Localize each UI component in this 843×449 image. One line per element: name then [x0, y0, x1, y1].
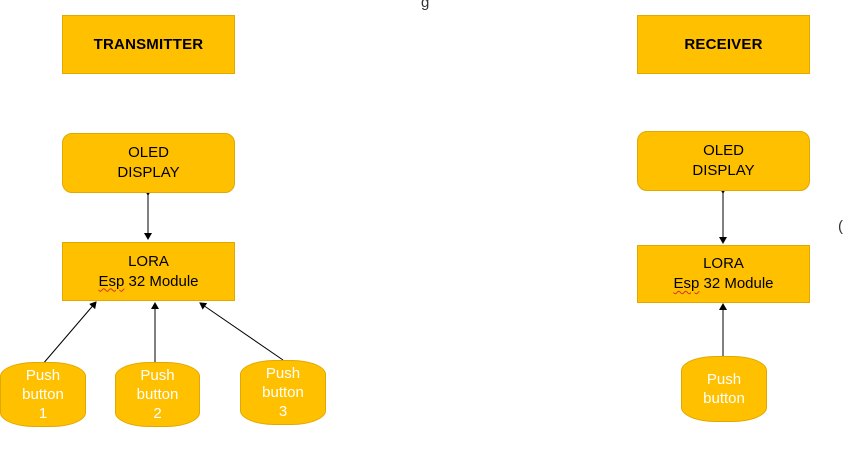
- receiver-oled-display-box: OLED DISPLAY: [637, 131, 810, 191]
- push-button-1: Push button 1: [0, 362, 86, 427]
- transmitter-title-box: TRANSMITTER: [62, 15, 235, 74]
- receiver-lora-module-box: LORA Esp 32 Module: [637, 245, 810, 303]
- esp32-module-label: Esp 32 Module: [98, 272, 198, 292]
- push-label: Push: [25, 367, 61, 384]
- cropped-edge-fragment: (: [838, 218, 843, 235]
- module-word: 32 Module: [124, 272, 199, 290]
- esp32-module-label: Esp 32 Module: [673, 274, 773, 294]
- display-label: DISPLAY: [117, 164, 180, 181]
- receiver-title-box: RECEIVER: [637, 15, 810, 74]
- lora-label: LORA: [128, 252, 169, 270]
- button-label: button: [136, 386, 179, 403]
- button-label: button: [22, 386, 64, 403]
- push-label: Push: [265, 365, 301, 382]
- push-label: Push: [140, 367, 175, 384]
- button-label: button: [703, 390, 745, 407]
- tx-button3-arrow: [199, 302, 284, 361]
- push-button-2: Push button 2: [115, 362, 200, 427]
- lora-label: LORA: [703, 255, 744, 272]
- module-word: 32 Module: [699, 275, 774, 292]
- display-label: DISPLAY: [692, 162, 755, 179]
- cropped-title-fragment: g: [421, 0, 430, 11]
- receiver-title: RECEIVER: [684, 35, 763, 53]
- transmitter-title: TRANSMITTER: [93, 35, 204, 53]
- push-label: Push: [706, 371, 742, 388]
- receiver-push-button: Push button: [681, 356, 767, 422]
- esp-word: Esp: [673, 275, 700, 292]
- button-number: 2: [153, 405, 162, 422]
- transmitter-lora-module-box: LORA Esp 32 Module: [62, 242, 235, 301]
- esp-word: Esp: [98, 272, 125, 290]
- oled-label: OLED: [128, 144, 169, 161]
- tx-button1-arrow: [41, 301, 97, 366]
- button-label: button: [262, 384, 304, 401]
- oled-label: OLED: [703, 142, 744, 159]
- transmitter-oled-display-box: OLED DISPLAY: [62, 133, 235, 193]
- push-button-3: Push button 3: [240, 360, 326, 425]
- button-number: 1: [38, 405, 48, 422]
- button-number: 3: [278, 403, 288, 420]
